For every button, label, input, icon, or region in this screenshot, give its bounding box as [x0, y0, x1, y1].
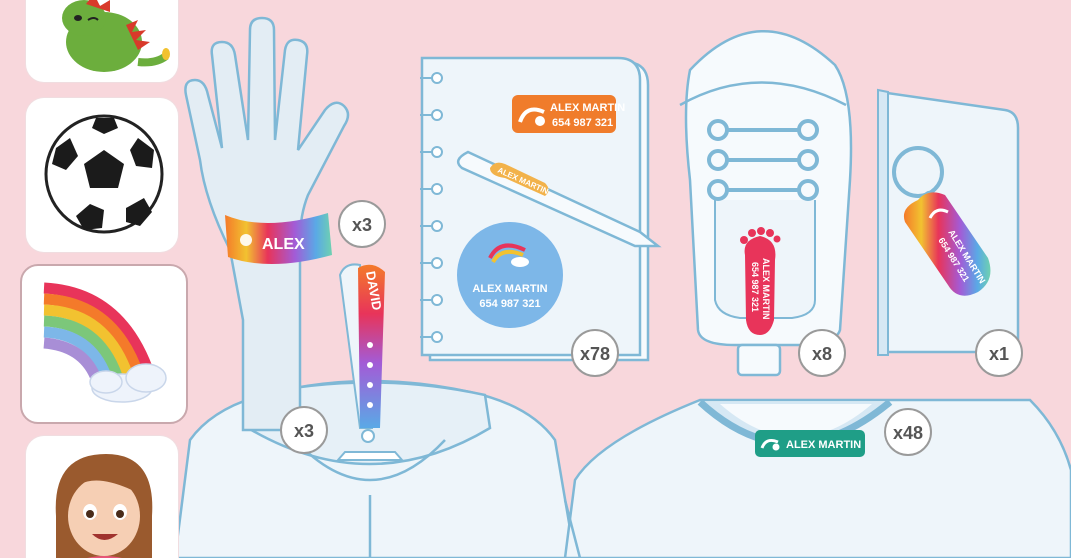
wristband — [225, 213, 332, 265]
round-label-name: ALEX MARTIN — [472, 283, 547, 295]
svg-text:x8: x8 — [812, 344, 832, 364]
count-badge-jacket: x3 — [280, 406, 328, 454]
count-badge-shirt: x48 — [884, 408, 932, 456]
notebook-label-name: ALEX MARTIN — [550, 102, 625, 114]
design-option-soccer-ball[interactable] — [26, 98, 178, 252]
lanyard — [338, 263, 385, 443]
keytag — [892, 146, 991, 296]
count-badge-keytag: x1 — [975, 329, 1023, 377]
shoe — [679, 30, 853, 377]
svg-text:x78: x78 — [580, 344, 610, 364]
round-label-rainbow-icon — [488, 243, 529, 267]
design-option-rainbow[interactable] — [20, 264, 188, 424]
lanyard-name: DAVID — [363, 270, 385, 311]
girl-avatar-icon — [55, 454, 153, 558]
soccer-ball-icon — [44, 114, 164, 234]
svg-text:x3: x3 — [352, 215, 372, 235]
dinosaur-icon — [62, 0, 170, 72]
svg-text:x3: x3 — [294, 421, 314, 441]
shoe-label-name: ALEX MARTIN — [761, 258, 771, 320]
count-badge-shoe: x8 — [798, 329, 846, 377]
shoe-label-phone: 654 987 321 — [750, 262, 760, 312]
collar-label-name: ALEX MARTIN — [786, 439, 861, 451]
notebook-label-phone: 654 987 321 — [552, 117, 613, 129]
pencil — [456, 150, 662, 248]
count-badge-wristband: x3 — [338, 200, 386, 248]
tshirt — [563, 398, 1071, 558]
count-badge-notebook: x78 — [571, 329, 619, 377]
round-label-phone: 654 987 321 — [479, 298, 540, 310]
wristband-name: ALEX — [262, 236, 305, 253]
svg-text:x48: x48 — [893, 423, 923, 443]
round-label — [457, 222, 563, 328]
design-option-girl-avatar[interactable] — [26, 436, 178, 558]
rainbow-icon — [43, 282, 167, 403]
design-option-dinosaur[interactable] — [26, 0, 178, 82]
svg-text:x1: x1 — [989, 344, 1009, 364]
